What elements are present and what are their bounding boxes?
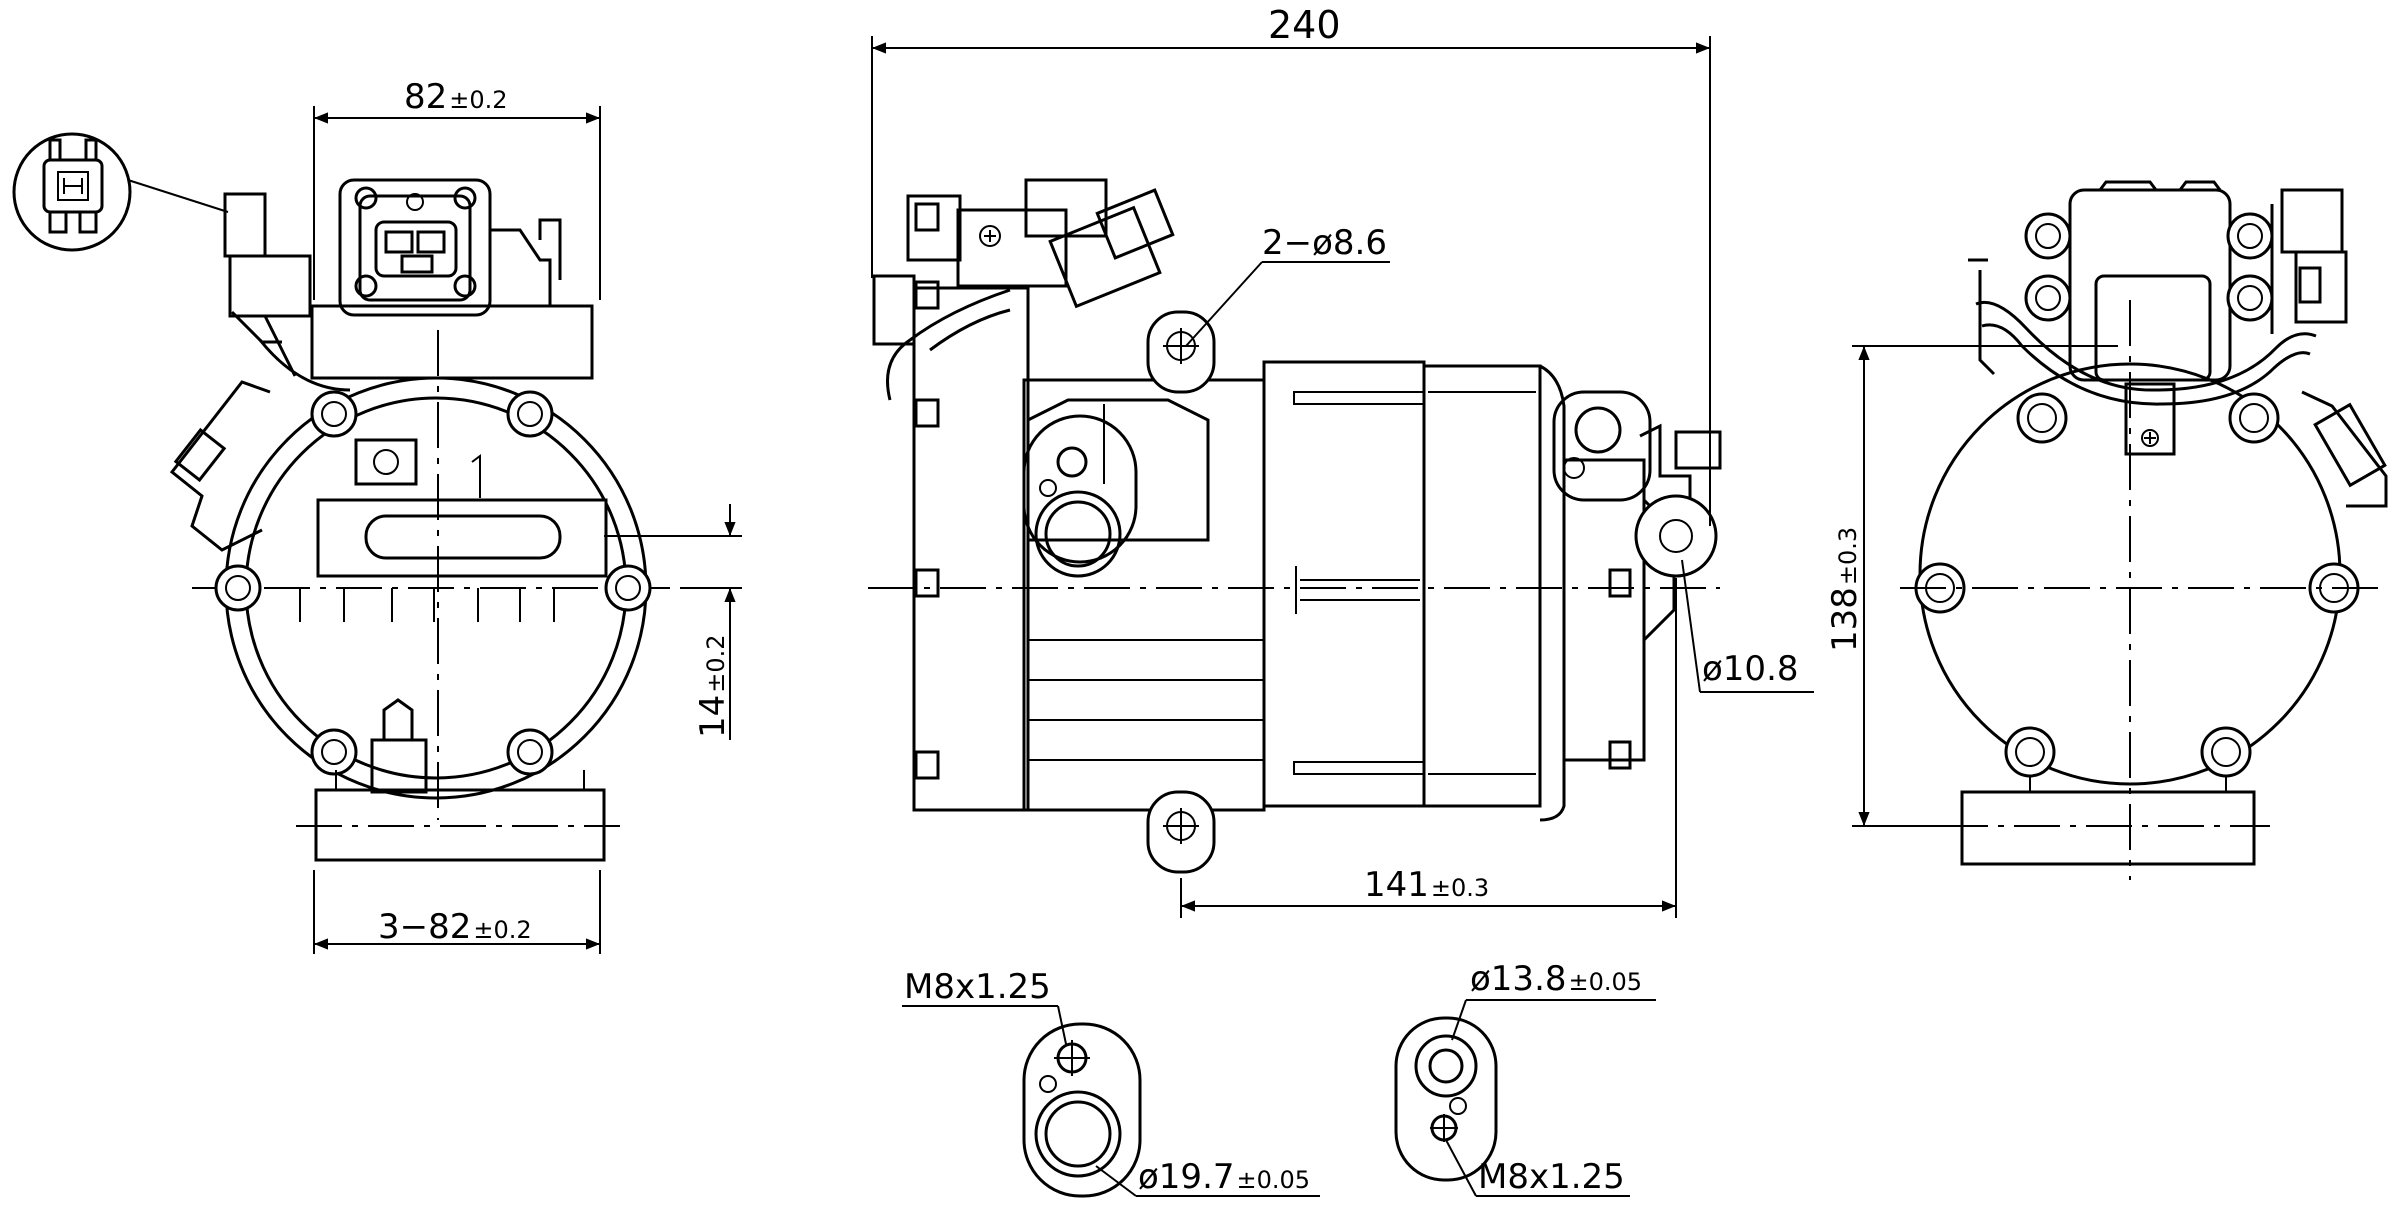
right-port-thread: M8x1.25 — [1478, 1157, 1625, 1197]
overall-length-dim: 240 — [1268, 3, 1341, 47]
left-port-thread: M8x1.25 — [904, 967, 1051, 1007]
height-dim: 138±0.3 — [1825, 527, 1865, 652]
rear-view — [1900, 180, 2388, 880]
front-width-dim: 82±0.2 — [404, 77, 508, 117]
front-view-dimensions: 82±0.2 3−82±0.2 14±0.2 — [313, 77, 742, 954]
side-view-dimensions: 240 2−ø8.6 ø10.8 141±0.3 — [871, 3, 1814, 918]
mount-spacing-dim: 141±0.3 — [1364, 865, 1489, 905]
port-detail-left: M8x1.25 ø19.7±0.05 — [902, 967, 1320, 1198]
left-port-bore: ø19.7±0.05 — [1138, 1157, 1310, 1197]
connector-detail-callout — [12, 132, 229, 252]
port-detail-right: ø13.8±0.05 M8x1.25 — [1394, 959, 1656, 1197]
front-mount-dim: 3−82±0.2 — [378, 907, 532, 947]
front-offset-dim: 14±0.2 — [693, 634, 733, 738]
mount-holes-dim: 2−ø8.6 — [1262, 223, 1387, 263]
right-port-bore: ø13.8±0.05 — [1470, 959, 1642, 999]
rear-hole-dim: ø10.8 — [1702, 649, 1799, 689]
side-view — [868, 178, 1722, 874]
rear-view-dimensions: 138±0.3 — [1825, 345, 2118, 827]
front-view — [12, 132, 690, 862]
